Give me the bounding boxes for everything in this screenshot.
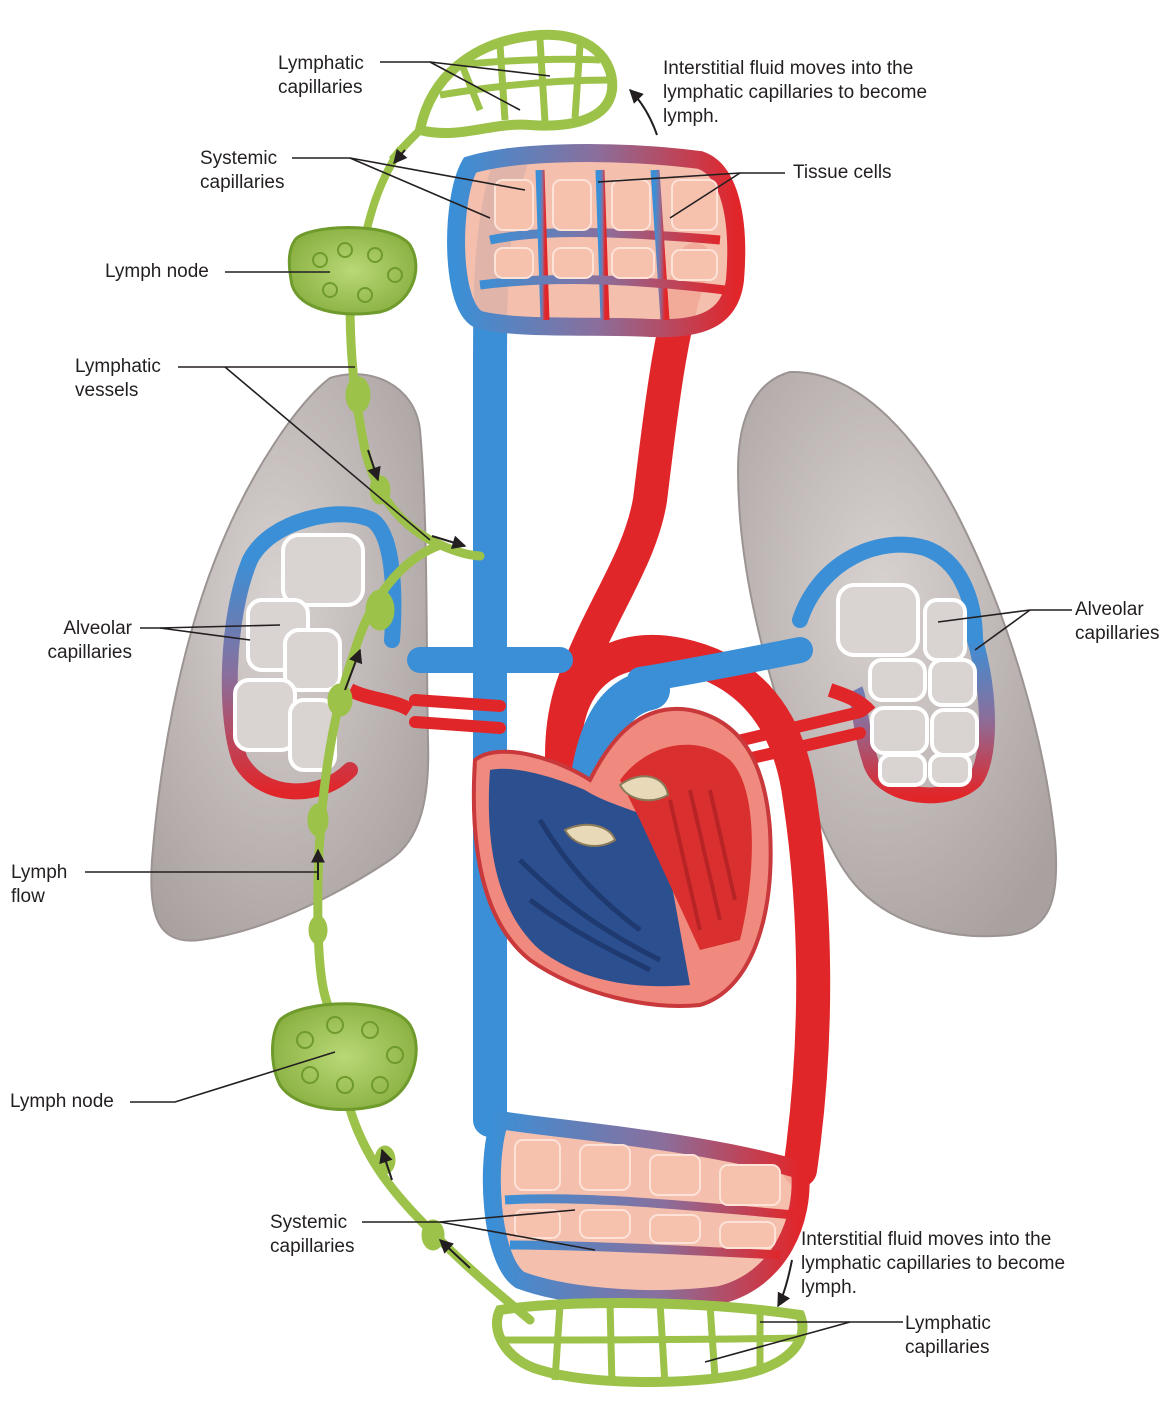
bottom-systemic-capillary-bed <box>492 1120 801 1299</box>
label-lymphatic-capillaries-bottom: Lymphatic capillaries <box>905 1312 991 1360</box>
label-lymph-flow: Lymph flow <box>11 861 67 909</box>
top-systemic-capillary-bed <box>456 153 736 328</box>
label-systemic-capillaries-bottom: Systemic capillaries <box>270 1211 354 1259</box>
label-lymphatic-capillaries-top: Lymphatic capillaries <box>278 52 364 100</box>
label-lymph-node-bottom: Lymph node <box>10 1090 114 1114</box>
label-lymph-node-top: Lymph node <box>105 260 209 284</box>
lymphatic-capillaries-top <box>392 35 612 160</box>
lymph-node-bottom <box>273 1004 417 1110</box>
label-systemic-capillaries-top: Systemic capillaries <box>200 147 284 195</box>
label-alveolar-capillaries-right: Alveolar capillaries <box>1075 598 1159 646</box>
label-lymphatic-vessels: Lymphatic vessels <box>75 355 161 403</box>
label-alveolar-capillaries-left: Alveolar capillaries <box>38 617 132 665</box>
lymph-node-top <box>289 228 416 314</box>
label-tissue-cells: Tissue cells <box>793 161 892 185</box>
heart <box>474 709 771 1006</box>
label-interstitial-top: Interstitial fluid moves into the lympha… <box>663 57 927 129</box>
lymphatic-capillaries-bottom <box>497 1302 803 1385</box>
label-interstitial-bottom: Interstitial fluid moves into the lympha… <box>801 1228 1065 1300</box>
